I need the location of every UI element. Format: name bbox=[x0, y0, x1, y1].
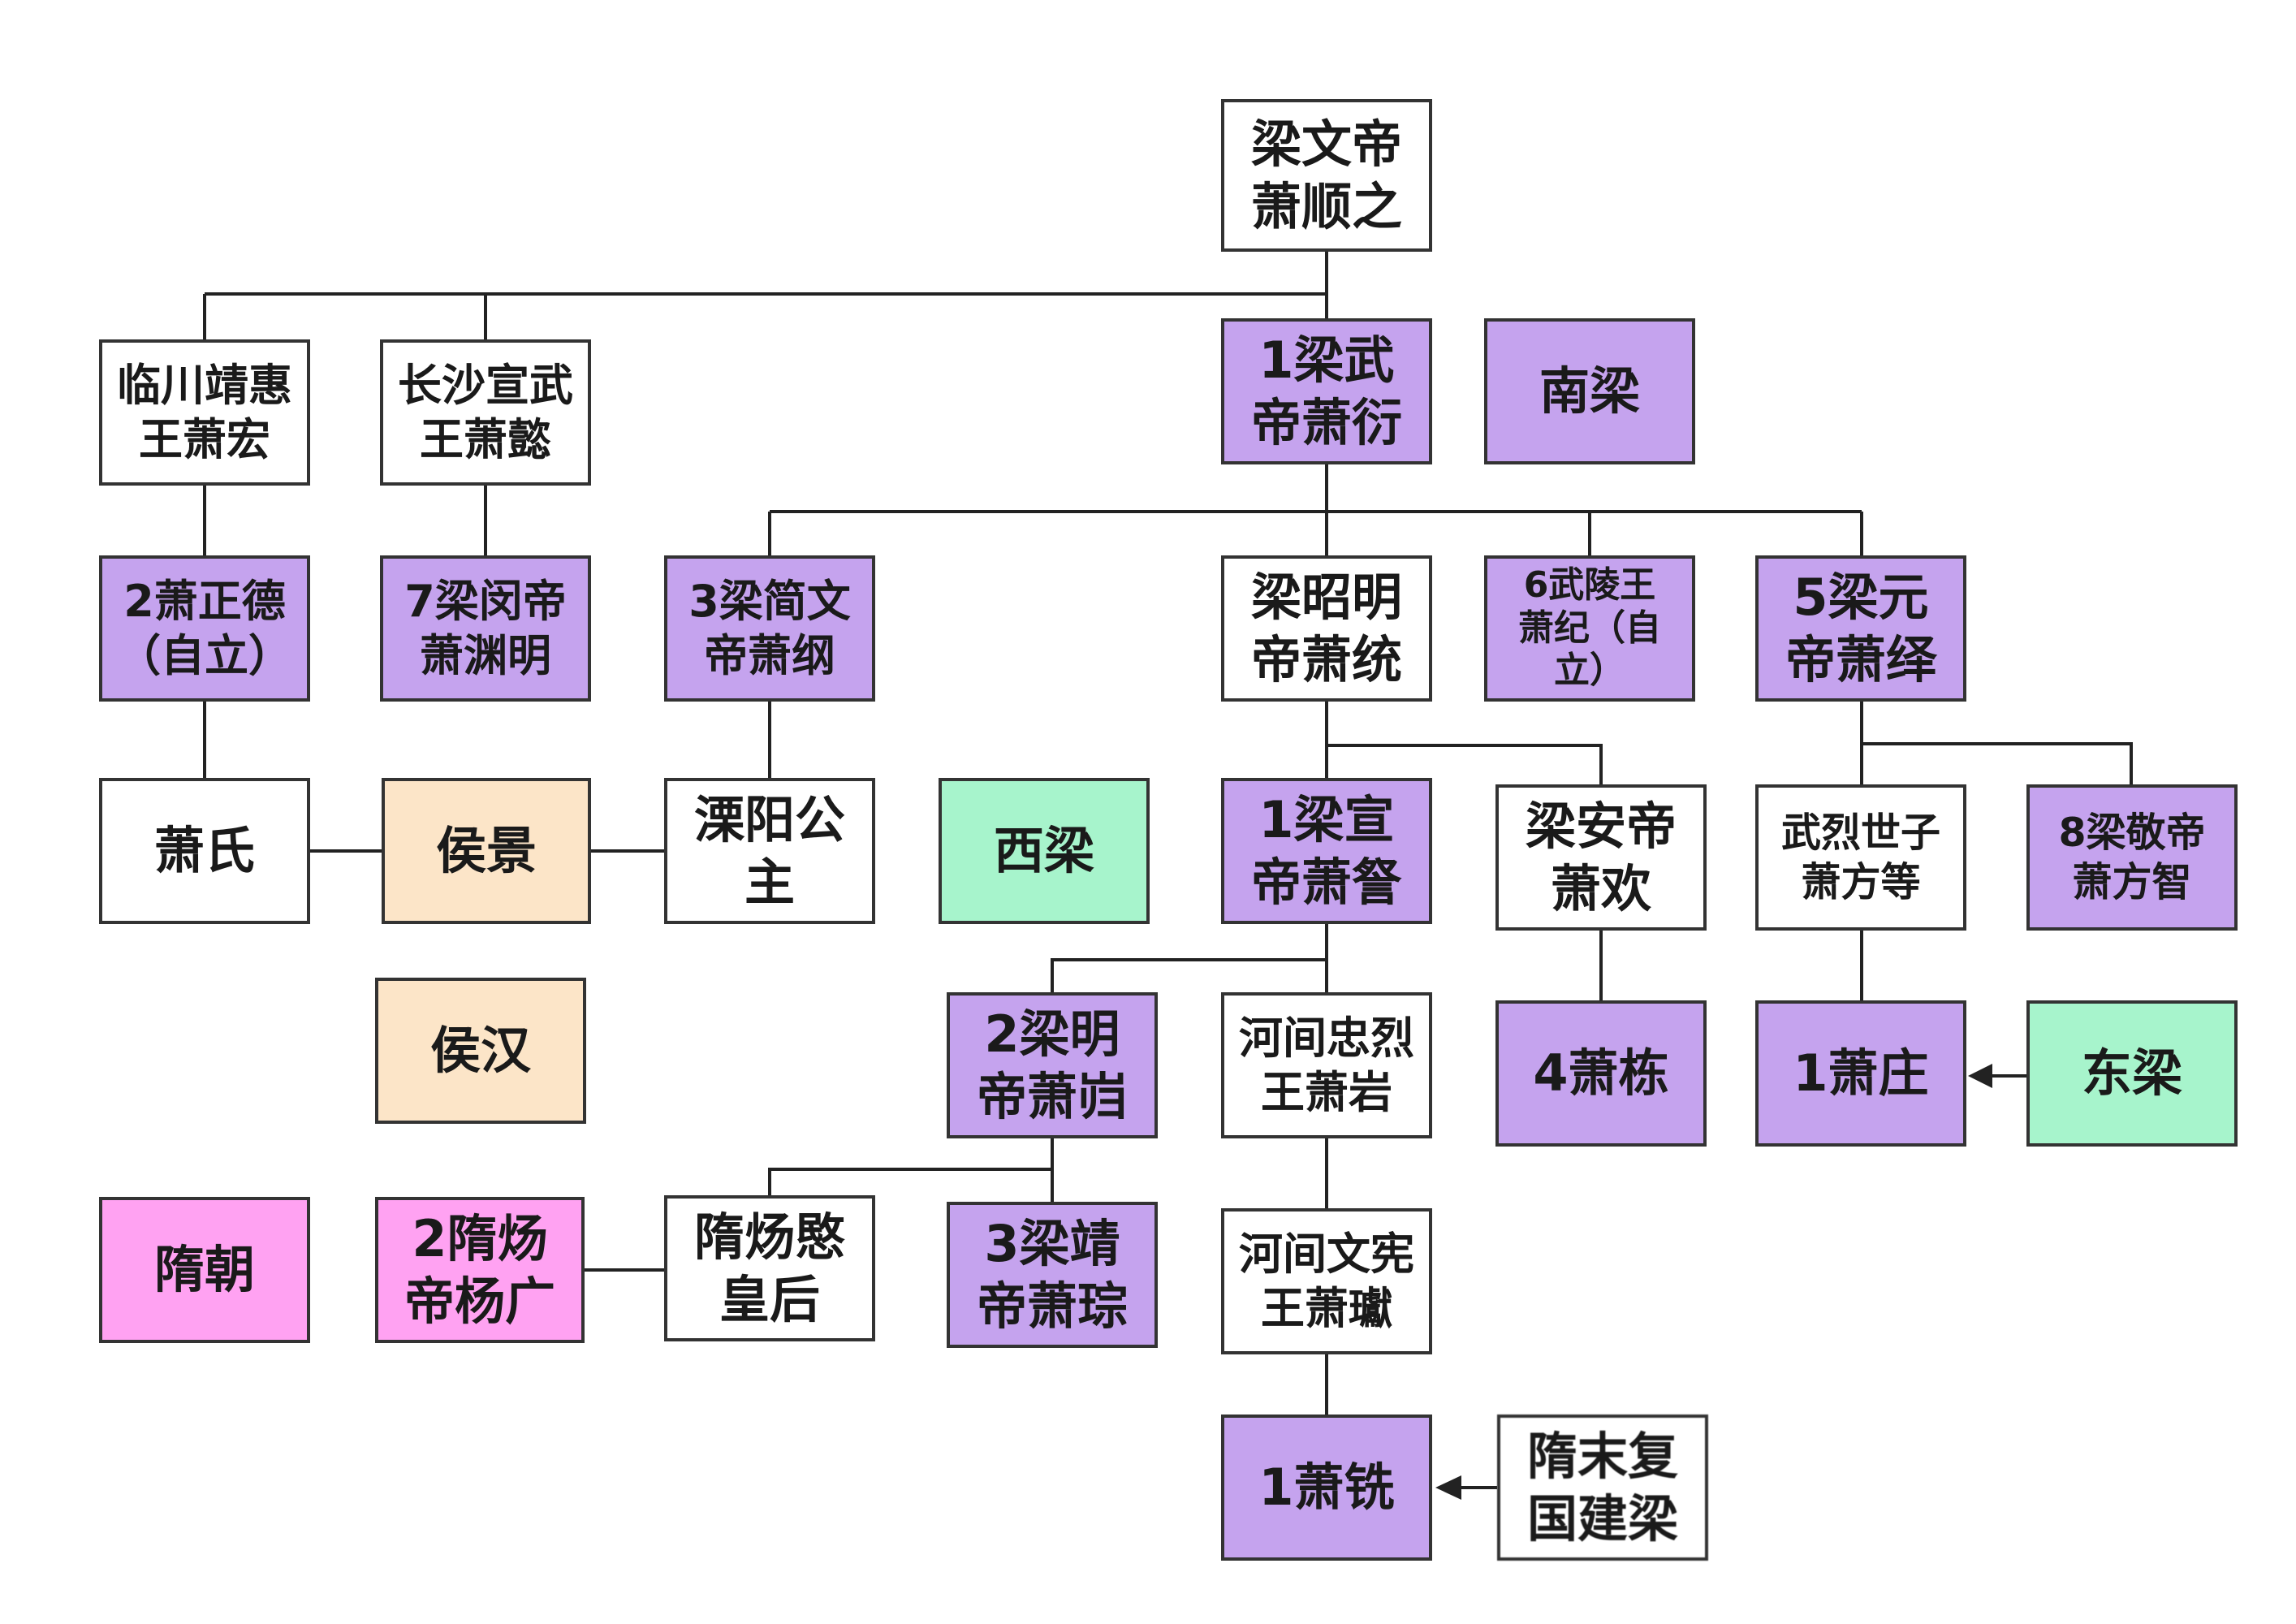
node-liang-jianwendi: 3梁简文 帝萧纲 bbox=[664, 555, 875, 702]
node-liang-wendi: 梁文帝 萧顺之 bbox=[1221, 99, 1432, 252]
edge-yuandi-children bbox=[1860, 702, 2133, 784]
node-xiao-xian: 1萧铣 bbox=[1221, 1415, 1432, 1561]
node-liang-yuandi: 5梁元 帝萧绎 bbox=[1755, 555, 1966, 702]
node-xiao-shi: 萧氏 bbox=[99, 778, 310, 924]
node-sui-yangdi: 2隋炀 帝杨广 bbox=[375, 1197, 585, 1343]
node-xiao-zhengde: 2萧正德 （自立） bbox=[99, 555, 310, 702]
node-nanliang: 南梁 bbox=[1484, 318, 1695, 464]
node-changsha: 长沙宣武 王萧懿 bbox=[380, 339, 591, 486]
node-hou-jing: 侯景 bbox=[382, 778, 591, 924]
node-liang-jingdi-cong: 3梁靖 帝萧琮 bbox=[947, 1202, 1158, 1348]
node-liang-wudi: 1梁武 帝萧衍 bbox=[1221, 318, 1432, 464]
node-liang-xuandi: 1梁宣 帝萧詧 bbox=[1221, 778, 1432, 924]
node-liang-jingdi: 8梁敬帝 萧方智 bbox=[2026, 784, 2238, 931]
node-liang-mingdi: 2梁明 帝萧岿 bbox=[947, 992, 1158, 1138]
node-hou-han: 侯汉 bbox=[375, 978, 586, 1124]
node-xiao-zhuang: 1萧庄 bbox=[1755, 1000, 1966, 1147]
node-sui-fu: 隋末复 国建梁 bbox=[1497, 1415, 1708, 1561]
edge-zhaoming-children bbox=[1325, 702, 1603, 784]
node-zhaoming: 梁昭明 帝萧统 bbox=[1221, 555, 1432, 702]
node-liang-andi: 梁安帝 萧欢 bbox=[1495, 784, 1707, 931]
node-wuling: 6武陵王 萧纪（自 立） bbox=[1484, 555, 1695, 702]
node-suichao: 隋朝 bbox=[99, 1197, 310, 1343]
edge-mingdi-children bbox=[768, 1138, 1054, 1195]
arrowhead-suifu bbox=[1435, 1475, 1461, 1500]
node-wulie: 武烈世子 萧方等 bbox=[1755, 784, 1966, 931]
node-dongliang: 东梁 bbox=[2026, 1000, 2238, 1147]
edge-xuandi-children bbox=[1051, 924, 1328, 992]
node-linchuan: 临川靖惠 王萧宏 bbox=[99, 339, 310, 486]
node-hejian-wenxian: 河间文宪 王萧瓛 bbox=[1221, 1208, 1432, 1354]
node-liang-mindi: 7梁闵帝 萧渊明 bbox=[380, 555, 591, 702]
node-liyang: 溧阳公 主 bbox=[664, 778, 875, 924]
node-sui-empress: 隋炀愍 皇后 bbox=[664, 1195, 875, 1341]
node-xiao-dong: 4萧栋 bbox=[1495, 1000, 1707, 1147]
node-hejian-zhonglie: 河间忠烈 王萧岩 bbox=[1221, 992, 1432, 1138]
node-xiliang: 西梁 bbox=[939, 778, 1150, 924]
arrowhead-dongliang bbox=[1968, 1064, 1992, 1088]
